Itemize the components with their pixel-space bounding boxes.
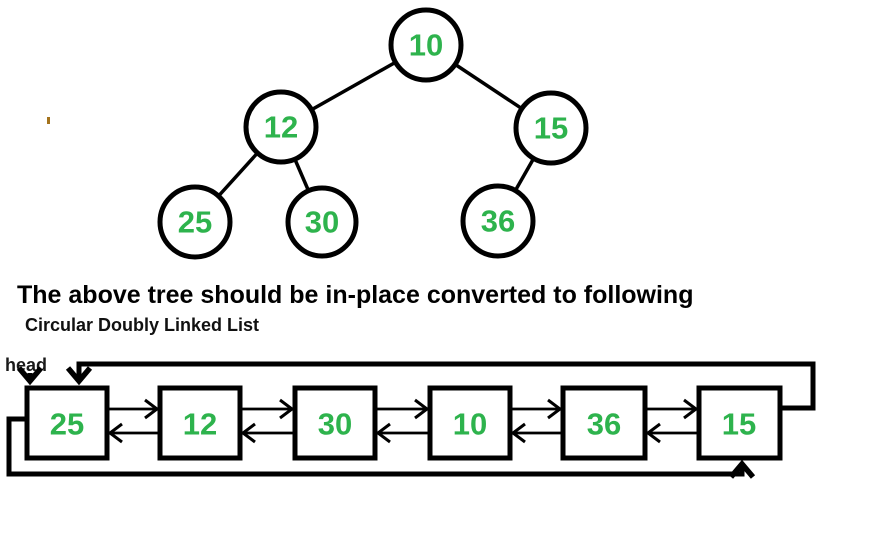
- head-label: head: [5, 355, 47, 375]
- list-node-25-box: [24, 385, 110, 461]
- scan-artifact-dot: [47, 117, 50, 124]
- list-node-36: 36: [560, 385, 648, 461]
- list-node-25: 25: [24, 385, 110, 461]
- tree-node-36-label: 36: [481, 204, 515, 239]
- tree-node-36-circle: [460, 183, 536, 259]
- tree-node-15-circle: [513, 90, 589, 166]
- tree-node-36: 36: [460, 183, 536, 259]
- tree-node-25-label: 25: [178, 205, 212, 240]
- list-node-10-box: [427, 385, 513, 461]
- list-node-15-label: 15: [722, 407, 756, 442]
- caption-line2: Circular Doubly Linked List: [25, 315, 259, 335]
- tree-node-25-circle: [157, 184, 233, 260]
- tree-node-15-label: 15: [534, 111, 568, 146]
- tree-node-12-label: 12: [264, 110, 298, 145]
- tree-node-25: 25: [157, 184, 233, 260]
- list-node-30: 30: [292, 385, 378, 461]
- list-node-25-label: 25: [50, 407, 84, 442]
- binary-tree: 10 12 15 25 30 36: [157, 7, 589, 260]
- list-node-10: 10: [427, 385, 513, 461]
- list-node-36-label: 36: [587, 407, 621, 442]
- list-node-10-label: 10: [453, 407, 487, 442]
- caption-line1: The above tree should be in-place conver…: [17, 281, 693, 309]
- tree-node-30: 30: [285, 185, 359, 259]
- tree-node-12: 12: [243, 89, 319, 165]
- list-node-30-box: [292, 385, 378, 461]
- tree-node-10: 10: [388, 7, 464, 83]
- list-node-36-box: [560, 385, 648, 461]
- list-node-12: 12: [157, 385, 243, 461]
- list-node-15: 15: [696, 385, 783, 461]
- list-node-12-box: [157, 385, 243, 461]
- list-node-15-box: [696, 385, 783, 461]
- tree-node-30-circle: [285, 185, 359, 259]
- circular-doubly-linked-list: head 25 12 30 10 36: [5, 355, 816, 479]
- tree-node-12-circle: [243, 89, 319, 165]
- circular-link-head-to-tail: [6, 416, 756, 479]
- tree-node-10-label: 10: [409, 28, 443, 63]
- tree-node-30-label: 30: [305, 205, 339, 240]
- list-node-12-label: 12: [183, 407, 217, 442]
- tree-node-15: 15: [513, 90, 589, 166]
- tree-node-10-circle: [388, 7, 464, 83]
- list-node-30-label: 30: [318, 407, 352, 442]
- circular-link-tail-to-head: [65, 361, 816, 411]
